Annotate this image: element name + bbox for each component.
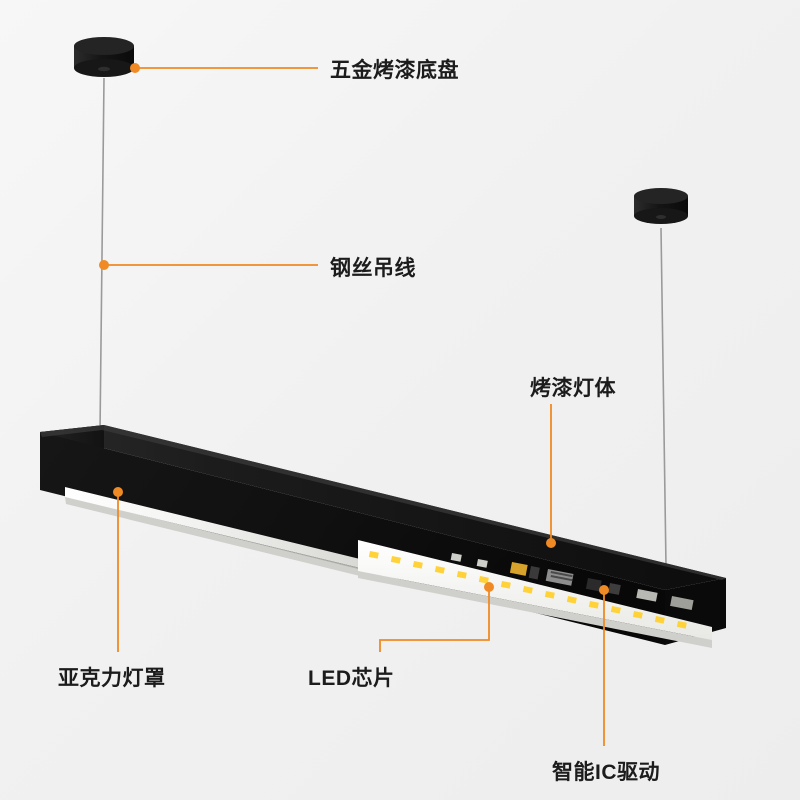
callout-label-ic-driver: 智能IC驱动 bbox=[552, 761, 660, 784]
callout-label-base-plate: 五金烤漆底盘 bbox=[330, 59, 459, 82]
callout-dot-base-plate bbox=[130, 63, 140, 73]
callout-dot-led-chip bbox=[484, 582, 494, 592]
callout-dot-acrylic-shade bbox=[113, 487, 123, 497]
callout-dot-ic-driver bbox=[599, 585, 609, 595]
led-chips bbox=[368, 551, 687, 629]
callout-line-led-chip bbox=[379, 587, 490, 652]
ceiling-canopy-left bbox=[74, 37, 134, 77]
steel-wire-right bbox=[660, 227, 667, 567]
ic-driver-components bbox=[450, 553, 694, 611]
callout-label-acrylic-shade: 亚克力灯罩 bbox=[58, 667, 166, 690]
callout-dots bbox=[99, 63, 609, 595]
acrylic-diffuser bbox=[65, 487, 360, 576]
callout-label-steel-wire: 钢丝吊线 bbox=[330, 257, 416, 280]
callout-dot-lamp-body bbox=[546, 538, 556, 548]
ceiling-canopy-right bbox=[634, 188, 688, 224]
led-pcb-board bbox=[358, 540, 712, 648]
callout-label-led-chip: LED芯片 bbox=[308, 667, 395, 690]
callout-label-lamp-body: 烤漆灯体 bbox=[530, 377, 616, 400]
steel-wire-left bbox=[99, 77, 105, 433]
callout-dot-steel-wire bbox=[99, 260, 109, 270]
callout-lines bbox=[104, 67, 605, 746]
